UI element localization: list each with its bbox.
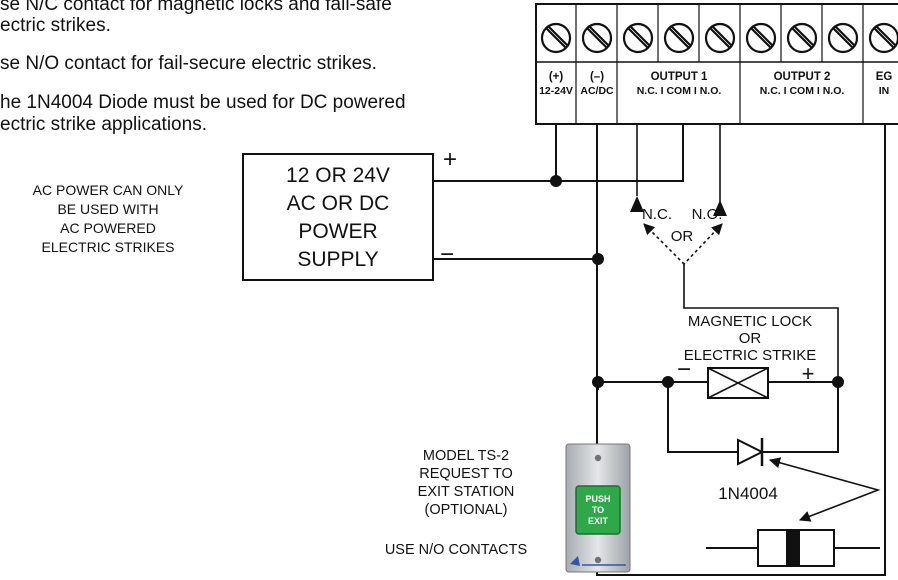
term-power-minus-top: (–) [590,71,604,83]
power-supply-line-3: POWER [298,220,377,243]
screw-3 [622,22,654,54]
screw-6 [745,22,777,54]
screw-9 [868,22,898,54]
ac-note-line-1: AC POWER CAN ONLY [33,182,184,198]
lock-plus-sign: + [802,361,815,386]
note-line2: se N/O contact for fail-secure electric … [0,53,377,74]
rex-line-3: EXIT STATION [418,484,515,500]
button-line-3: EXIT [588,516,609,526]
term-power-minus-bottom: AC/DC [580,85,614,97]
contact-nc-label: N.C. [642,206,672,223]
screw-5 [704,22,736,54]
manufacturer-logo-icon [570,556,580,566]
diode-component [706,529,880,567]
screw-1 [540,22,572,54]
button-line-1: PUSH [585,494,610,504]
button-line-2: TO [592,505,604,515]
power-plus-sign: + [443,146,457,173]
exit-station-plate: PUSH TO EXIT [565,443,631,573]
power-supply-line-4: SUPPLY [297,248,378,271]
magnetic-lock: MAGNETIC LOCK OR ELECTRIC STRIKE − + [677,313,817,399]
terminal-screws [540,22,898,54]
power-supply-line-2: AC OR DC [287,192,390,215]
power-supply: 12 OR 24V AC OR DC POWER SUPPLY + − [242,146,457,281]
rex-line-1: MODEL TS-2 [423,448,509,464]
screw-7 [786,22,818,54]
note-line3b: ectric strike applications. [0,114,207,135]
power-minus-sign: − [440,241,454,268]
lock-label-line-3: ELECTRIC STRIKE [684,347,817,364]
lock-label-line-2: OR [739,330,762,347]
term-output2-terms: N.C. I COM I N.O. [760,85,845,97]
junction-dots [550,175,844,388]
contact-no-label: N.O. [692,206,723,223]
lock-minus-sign: − [677,356,691,383]
push-to-exit-button[interactable] [575,485,621,535]
screw-2 [581,22,613,54]
rex-line-2: REQUEST TO [419,466,512,482]
ac-note-line-4: ELECTRIC STRIKES [41,239,174,255]
diode-label: 1N4004 [718,484,778,503]
ac-power-note: AC POWER CAN ONLY BE USED WITH AC POWERE… [33,182,184,255]
note-line1a: se N/C contact for magnetic locks and fa… [0,0,392,15]
terminal-block: (+) 12-24V (–) AC/DC OUTPUT 1 N.C. I COM… [535,3,898,125]
diode-symbol: 1N4004 [718,438,881,522]
screw-8 [827,22,859,54]
term-output1-header: OUTPUT 1 [651,71,708,83]
rex-note: MODEL TS-2 REQUEST TO EXIT STATION (OPTI… [385,448,527,558]
lock-label-line-1: MAGNETIC LOCK [688,313,812,330]
ac-note-line-2: BE USED WITH [57,201,158,217]
contact-or-label: OR [671,228,694,245]
ac-note-line-3: AC POWERED [60,220,156,236]
note-line1b: ectric strikes. [0,15,111,36]
contact-selector: N.C. N.O. OR [630,196,727,265]
term-power-plus-top: (+) [549,71,564,83]
rex-contacts-note: USE N/O CONTACTS [385,542,527,558]
term-power-plus-bottom: 12-24V [539,85,573,97]
term-output1-terms: N.C. I COM I N.O. [637,85,722,97]
wires [433,124,886,576]
rex-line-4: (OPTIONAL) [425,502,508,518]
term-eg-top: EG [876,71,893,83]
screw-4 [663,22,695,54]
term-eg-bottom: IN [879,85,890,97]
term-output2-header: OUTPUT 2 [774,71,831,83]
note-line3a: he 1N4004 Diode must be used for DC powe… [0,92,406,113]
power-supply-line-1: 12 OR 24V [286,164,390,187]
